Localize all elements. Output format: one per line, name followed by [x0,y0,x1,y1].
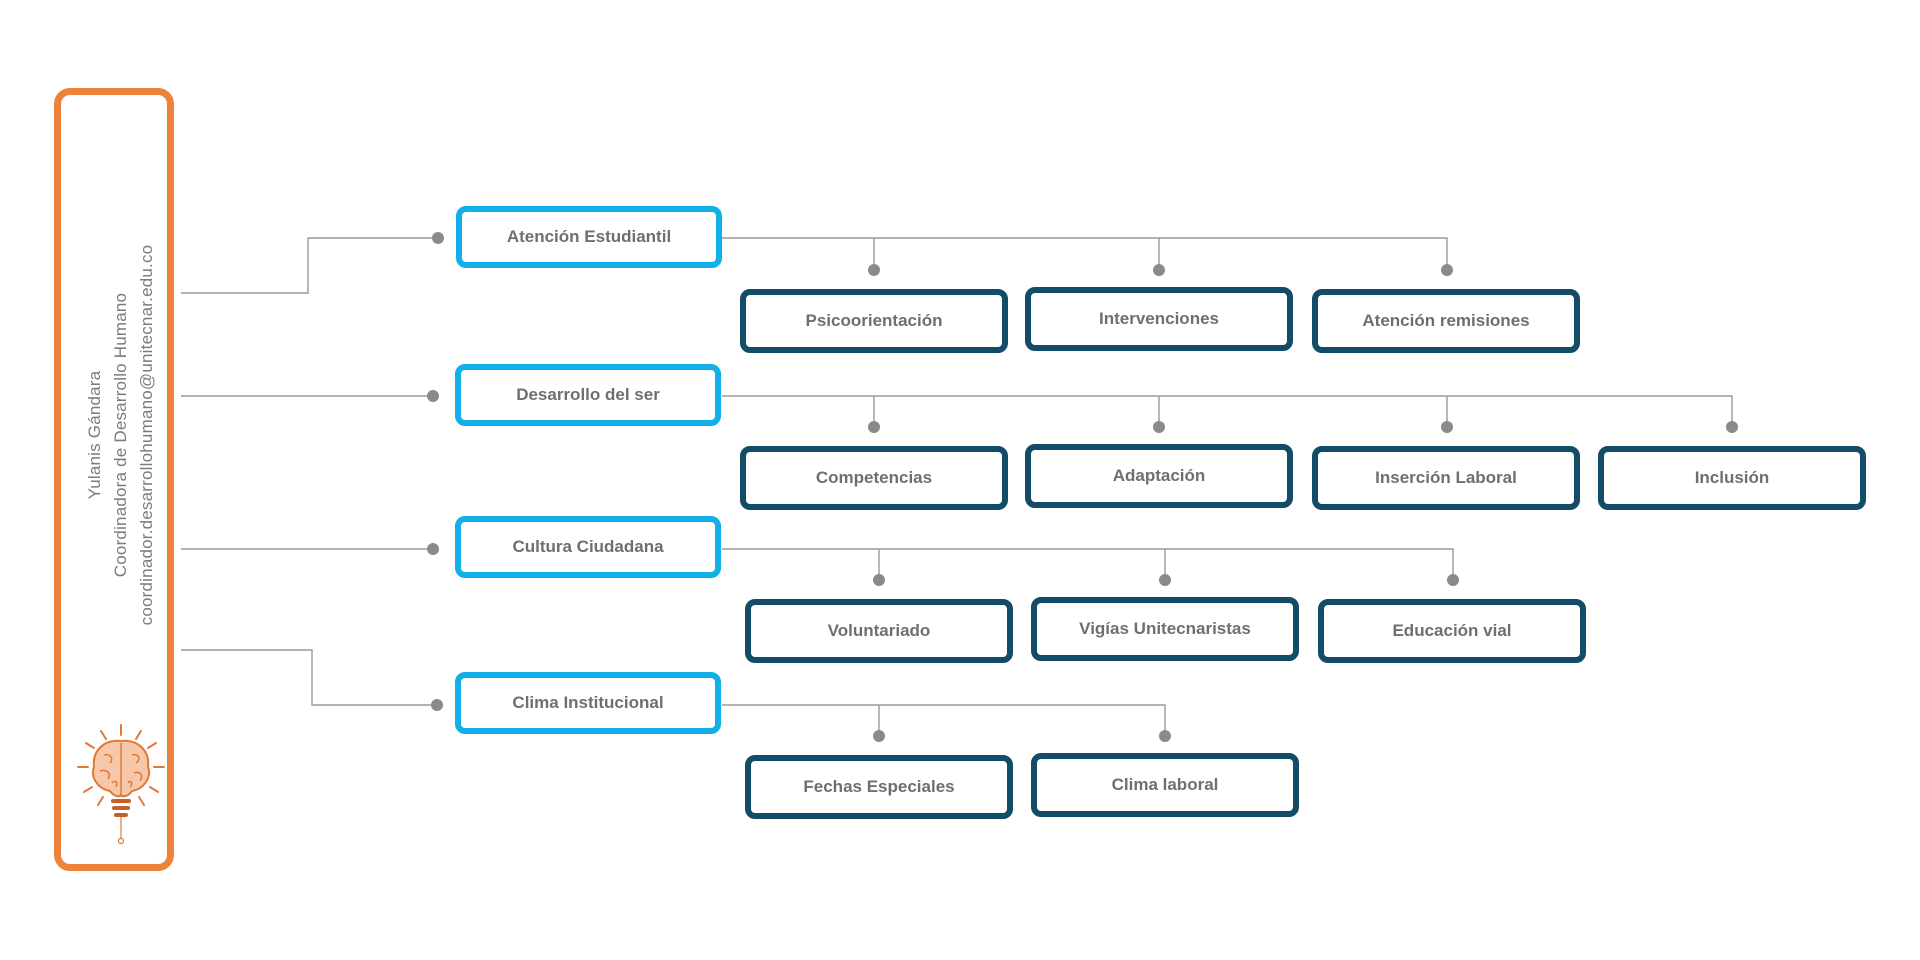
leaf-label: Clima laboral [1111,775,1219,794]
profile-text: Yulanis Gándara Coordinadora de Desarrol… [71,220,171,650]
leaf-insercion-laboral[interactable]: Inserción Laboral [1312,446,1580,510]
leaf-label: Intervenciones [1099,309,1219,328]
leaf-label: Adaptación [1112,466,1206,485]
profile-email: coordinador.desarrollohumano@unitecnar.e… [137,244,156,626]
leaf-atencion-remisiones[interactable]: Atención remisiones [1312,289,1580,353]
leaf-label: Inserción Laboral [1375,468,1517,487]
category-label: Atención Estudiantil [506,227,672,246]
leaf-fechas-especiales[interactable]: Fechas Especiales [745,755,1013,819]
leaf-label: Educación vial [1392,621,1512,640]
category-desarrollo-del-ser[interactable]: Desarrollo del ser [455,364,721,426]
leaf-voluntariado[interactable]: Voluntariado [745,599,1013,663]
profile-name: Yulanis Gándara [85,370,104,500]
leaf-vigias-unitecnaristas[interactable]: Vigías Unitecnaristas [1031,597,1299,661]
category-atencion-estudiantil[interactable]: Atención Estudiantil [456,206,722,268]
leaf-label: Psicoorientación [805,311,943,330]
leaf-label: Competencias [815,468,933,487]
profile-card: Yulanis Gándara Coordinadora de Desarrol… [54,88,174,871]
profile-role: Coordinadora de Desarrollo Humano [111,292,130,578]
leaf-label: Atención remisiones [1362,311,1530,330]
category-label: Cultura Ciudadana [512,537,664,556]
leaf-intervenciones[interactable]: Intervenciones [1025,287,1293,351]
category-cultura-ciudadana[interactable]: Cultura Ciudadana [455,516,721,578]
leaf-psicoorientacion[interactable]: Psicoorientación [740,289,1008,353]
leaf-label: Vigías Unitecnaristas [1079,619,1251,638]
leaf-label: Voluntariado [827,621,931,640]
brain-lightbulb-icon [77,724,165,845]
leaf-competencias[interactable]: Competencias [740,446,1008,510]
leaf-clima-laboral[interactable]: Clima laboral [1031,753,1299,817]
leaf-educacion-vial[interactable]: Educación vial [1318,599,1586,663]
category-clima-institucional[interactable]: Clima Institucional [455,672,721,734]
category-label: Clima Institucional [512,693,664,712]
leaf-label: Inclusión [1694,468,1770,487]
leaf-label: Fechas Especiales [803,777,955,796]
leaf-inclusion[interactable]: Inclusión [1598,446,1866,510]
category-label: Desarrollo del ser [516,385,660,404]
leaf-adaptacion[interactable]: Adaptación [1025,444,1293,508]
